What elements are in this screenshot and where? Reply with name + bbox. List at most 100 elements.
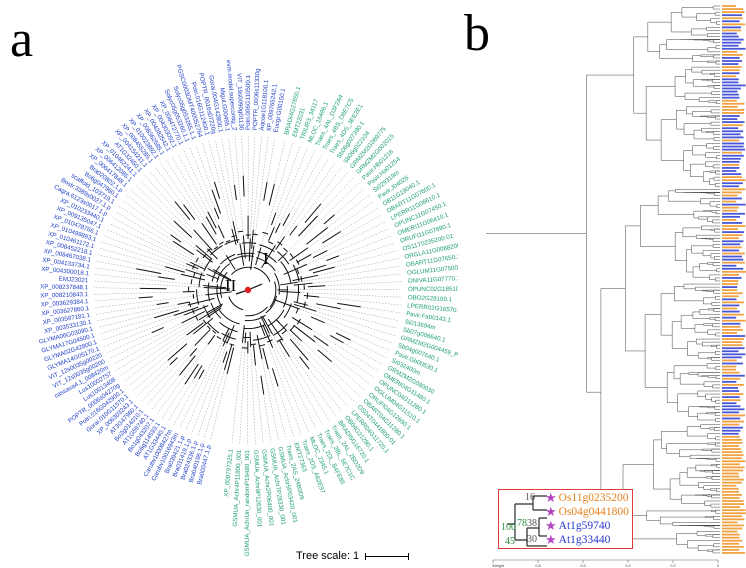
leaf-guide-line <box>94 280 204 288</box>
dendrogram-branch <box>704 500 720 506</box>
legend-gene-row: ★ Os11g0235200 <box>545 490 629 506</box>
tree-branch <box>216 336 222 340</box>
leaf-label-block <box>722 96 740 99</box>
tree-branch <box>245 306 268 317</box>
leaf-label-block <box>722 524 744 527</box>
clade-label-I: I <box>263 249 269 268</box>
leaf-guide-line <box>160 163 203 224</box>
leaf-label-block <box>722 170 737 172</box>
leaf-guide-line <box>195 144 213 190</box>
dendrogram-branch <box>699 406 720 408</box>
tree-branch <box>282 213 291 227</box>
dendrogram-branch <box>714 192 720 196</box>
leaf-guide-line <box>301 340 360 397</box>
dendrogram-branch <box>679 449 703 458</box>
dendrogram-branch <box>586 74 634 393</box>
leaf-guide-line <box>314 341 371 385</box>
leaf-label-block <box>722 405 741 408</box>
leaf-label-block <box>722 371 740 374</box>
tree-branch <box>269 281 277 308</box>
dendrogram-branch <box>703 485 720 490</box>
dendrogram-branch <box>647 21 672 52</box>
tree-branch <box>187 297 215 306</box>
tree-branch <box>270 212 277 226</box>
dendrogram-branch <box>705 393 720 400</box>
dendrogram-branch <box>692 55 708 63</box>
dendrogram-branch <box>712 262 720 266</box>
leaf-label-block <box>722 539 743 542</box>
leaf-guide-line <box>202 142 215 182</box>
tree-branch <box>252 233 258 236</box>
tree-branch <box>274 272 280 295</box>
dendrogram-branch <box>696 13 716 21</box>
tree-branch <box>278 339 290 357</box>
dendrogram-branch <box>715 100 720 105</box>
legend-gene-row: ★ At1g59740 <box>545 518 610 534</box>
dendrogram-branch <box>712 244 720 248</box>
tree-branch <box>276 251 290 265</box>
leaf-guide-line <box>277 386 295 438</box>
leaf-label: GSMUA_Achr9P12630_001 <box>252 450 263 528</box>
leaf-label-block <box>722 179 746 182</box>
tree-branch <box>267 339 273 343</box>
dendrogram-branch <box>714 317 720 321</box>
legend-gene-row: ★ Os04g0441800 <box>545 504 629 520</box>
tree-branch <box>222 328 230 341</box>
leaf-guide-line <box>324 322 390 351</box>
axis-tick-label: 0.4 <box>625 564 630 568</box>
leaf-label-block <box>722 145 744 148</box>
dendrogram-branch <box>684 92 712 100</box>
leaf-label-block <box>722 393 744 395</box>
leaf-label-block <box>722 194 738 197</box>
leaf-label-block <box>722 206 739 209</box>
dendrogram-branch <box>701 127 720 133</box>
leaf-label-block <box>722 509 746 512</box>
tree-branch <box>194 329 211 346</box>
leaf-guide-line <box>307 201 375 249</box>
dendrogram-branch <box>715 115 720 120</box>
leaf-label-block <box>722 57 740 59</box>
dendrogram-branch <box>713 516 720 520</box>
dendrogram-branch <box>702 250 720 257</box>
dendrogram-branch <box>715 332 720 337</box>
tree-branch <box>219 241 224 245</box>
dendrogram-branch <box>714 412 720 416</box>
dendrogram-branch <box>711 464 720 467</box>
tree-branch <box>192 264 196 270</box>
leaf-label-block <box>722 173 742 175</box>
dendrogram-branch <box>671 321 688 349</box>
leaf-label-block <box>722 335 746 337</box>
leaf-guide-line <box>97 304 178 322</box>
root-node-marker <box>244 286 252 294</box>
dendrogram-branch <box>699 470 720 472</box>
tree-branch <box>167 343 188 361</box>
leaf-label-block <box>722 347 745 350</box>
dendrogram-branch <box>707 442 720 445</box>
tree-branch <box>289 225 298 236</box>
dendrogram-branch <box>714 256 720 260</box>
dendrogram-branch <box>646 510 712 521</box>
leaf-label-block <box>722 472 739 475</box>
tree-branch <box>201 223 217 245</box>
dendrogram-branch <box>699 263 717 271</box>
dendrogram-branch <box>694 324 708 333</box>
tree-branch <box>195 245 213 260</box>
tree-branch <box>205 216 217 235</box>
leaf-label-block <box>722 225 746 227</box>
leaf-label-block <box>722 545 744 548</box>
dendrogram-branch <box>714 11 720 16</box>
tree-branch <box>271 368 279 387</box>
tree-branch <box>303 295 320 298</box>
dendrogram-branch <box>712 5 720 10</box>
tree-branch <box>177 301 190 305</box>
tree-branch <box>198 369 205 379</box>
support-value: 16 <box>525 492 535 503</box>
leaf-guide-line <box>177 152 209 212</box>
dendrogram-branch <box>715 45 720 50</box>
leaf-guide-line <box>269 333 316 429</box>
axis-tick-label: 1 <box>492 564 494 568</box>
leaf-guide-line <box>98 254 182 275</box>
leaf-label-block <box>722 182 743 185</box>
tree-branch <box>243 324 266 330</box>
leaf-guide-line <box>307 359 349 408</box>
